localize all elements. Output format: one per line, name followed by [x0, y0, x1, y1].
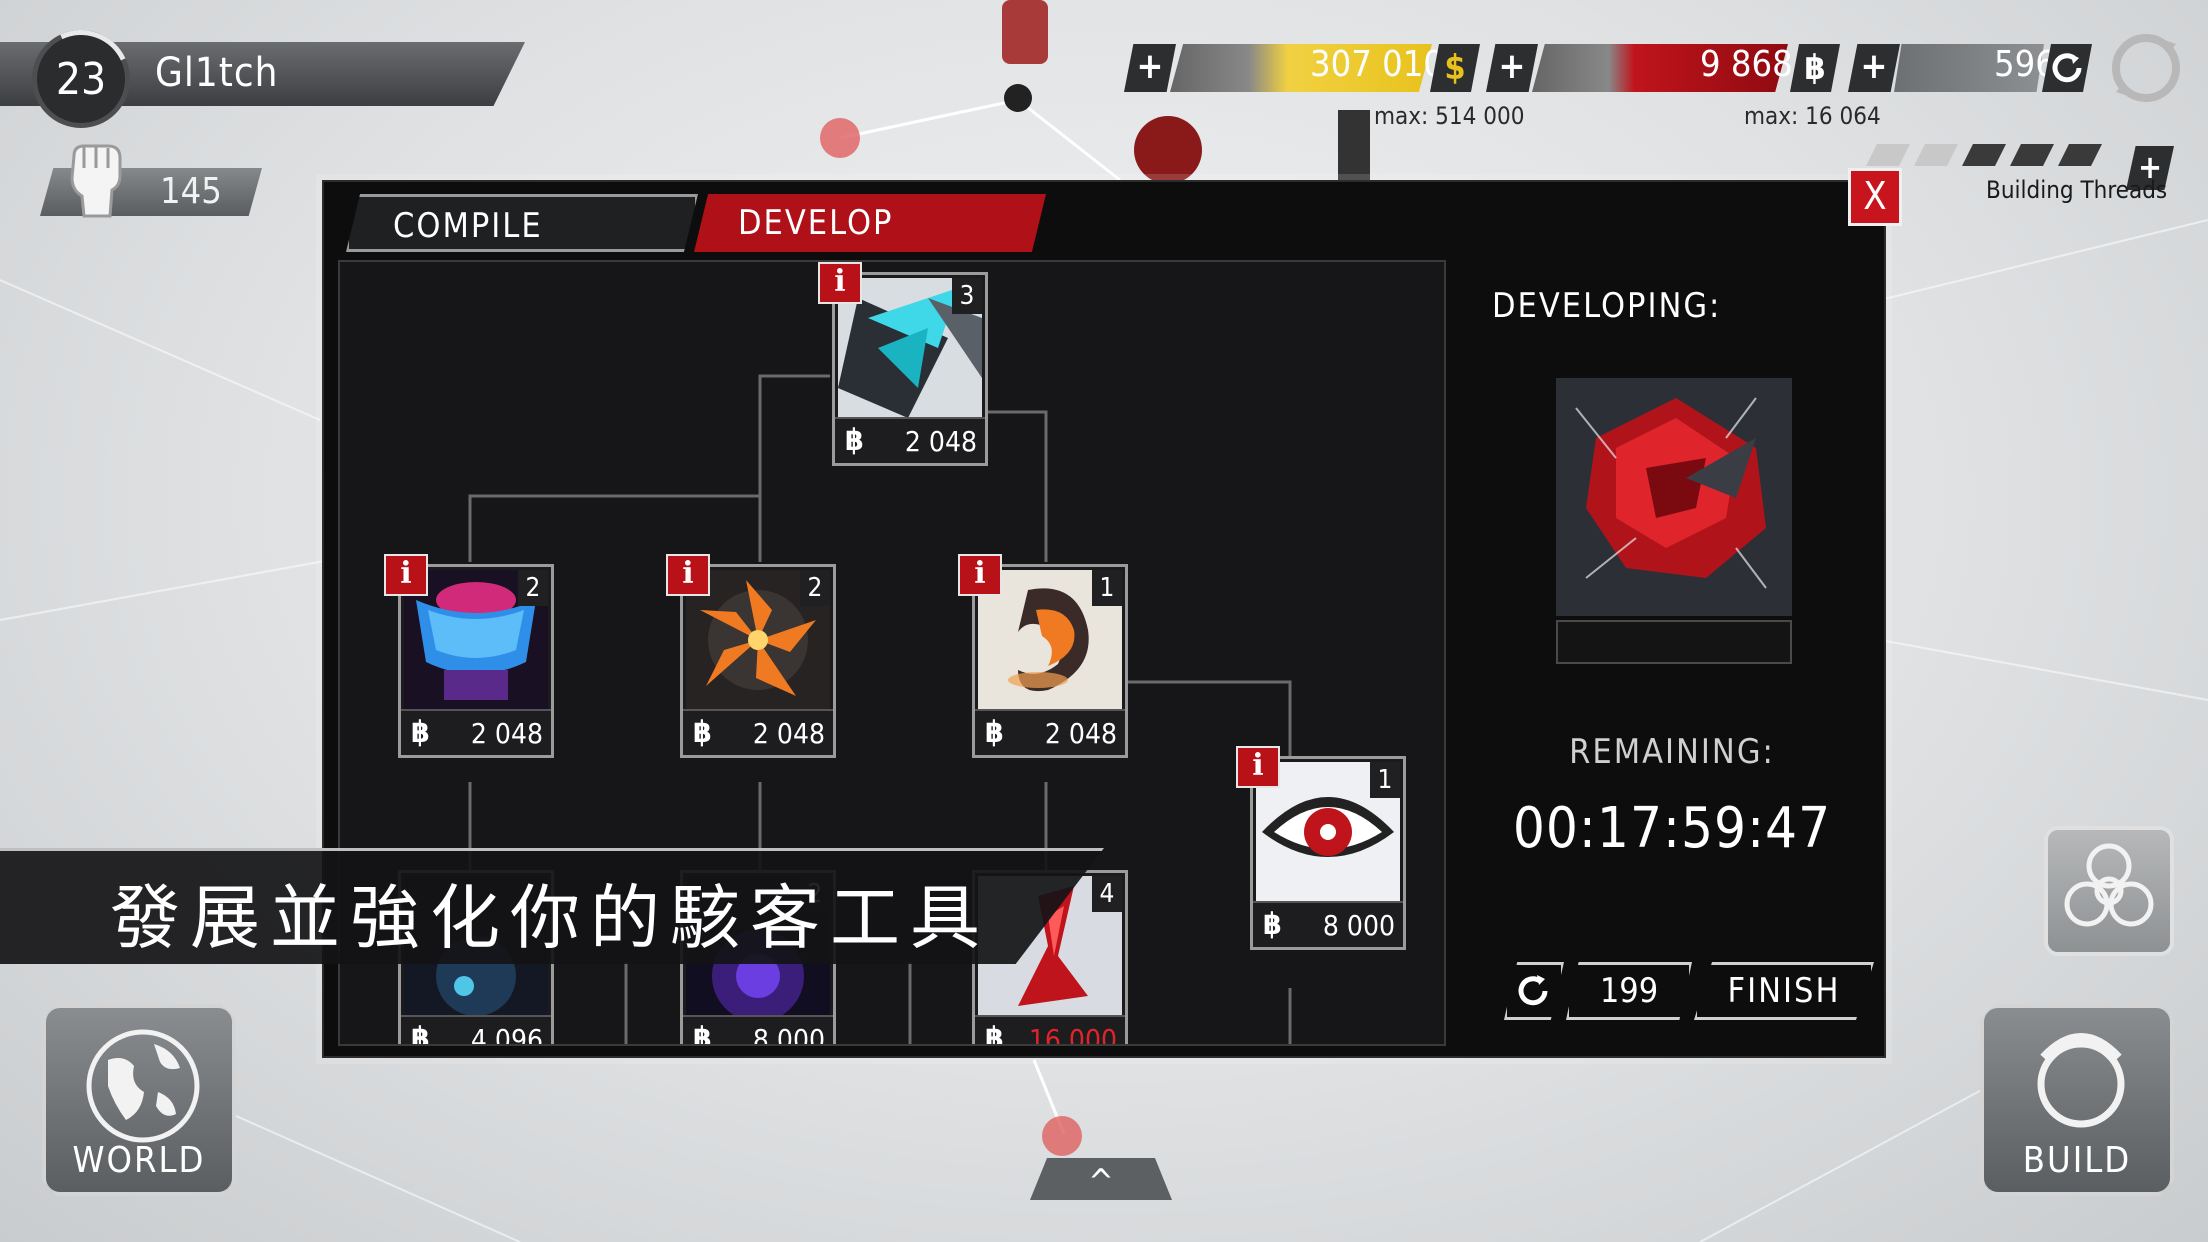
tree-connectors [468, 374, 1292, 1044]
info-button[interactable]: i [1236, 746, 1280, 788]
program-cost: ฿ 2 048 [683, 709, 833, 755]
tab-develop-programs[interactable]: DEVELOP PROGRAMS [694, 194, 1046, 252]
add-tokens-button[interactable]: + [1848, 44, 1900, 92]
add-crypto-button[interactable]: + [1486, 44, 1538, 92]
tokens-bar [1894, 44, 2044, 92]
program-level: 4 [1092, 876, 1122, 912]
refresh-icon[interactable] [2106, 28, 2186, 108]
build-icon [2037, 1033, 2125, 1128]
crypto-symbol: ฿ [1790, 44, 1840, 92]
world-label: WORLD [72, 1140, 206, 1181]
globe-icon [86, 1029, 200, 1143]
finish-button[interactable]: FINISH [1694, 962, 1874, 1020]
player-level-badge[interactable]: 23 [32, 30, 130, 128]
program-cost-value: 8 000 [1322, 909, 1395, 942]
threads-label: Building Threads [1986, 176, 2168, 204]
world-button[interactable] [42, 1004, 236, 1196]
add-cash-button[interactable]: + [1124, 44, 1176, 92]
program-node-cyan-blade[interactable]: 3 ฿ 2 048 [832, 272, 988, 466]
program-node-red-spike[interactable]: 4 ฿ 16 000 [972, 870, 1128, 1046]
crypto-icon: ฿ [411, 1021, 430, 1046]
program-level: 3 [952, 278, 982, 314]
token-icon [1504, 962, 1564, 1020]
info-button[interactable]: i [666, 554, 710, 596]
crypto-icon: ฿ [1263, 907, 1282, 942]
cash-max: max: 514 000 [1374, 102, 1525, 130]
program-cost: ฿ 2 048 [401, 709, 551, 755]
biohazard-button[interactable] [2044, 826, 2174, 956]
program-cost: ฿ 8 000 [683, 1015, 833, 1046]
info-button[interactable]: i [818, 262, 862, 304]
info-button[interactable]: i [958, 554, 1002, 596]
program-cost-value: 2 048 [904, 425, 977, 458]
program-cost: ฿ 2 048 [835, 417, 985, 463]
program-cost: ฿ 2 048 [975, 709, 1125, 755]
program-cost-value: 2 048 [1044, 717, 1117, 750]
crypto-icon: ฿ [411, 715, 430, 750]
program-level: 2 [800, 570, 830, 606]
program-node-shield-bowl[interactable]: 2 ฿ 2 048 [398, 564, 554, 758]
program-level: 1 [1092, 570, 1122, 606]
program-art [686, 570, 830, 710]
cash-value: 307 010 [1310, 44, 1444, 85]
program-level: 2 [518, 570, 548, 606]
developing-progress-bar [1556, 620, 1792, 664]
program-cost-value: 16 000 [1028, 1023, 1117, 1046]
player-level: 23 [55, 53, 107, 105]
program-cost-value: 2 048 [752, 717, 825, 750]
caption-text: 發展並強化你的駭客工具 [110, 877, 990, 959]
crypto-icon: ฿ [985, 715, 1004, 750]
program-cost: ฿ 8 000 [1253, 901, 1403, 947]
crypto-icon: ฿ [693, 1021, 712, 1046]
cash-bar [1170, 44, 1432, 92]
program-cost-value: 2 048 [470, 717, 543, 750]
info-button[interactable]: i [384, 554, 428, 596]
program-level: 1 [1370, 762, 1400, 798]
crypto-max: max: 16 064 [1744, 102, 1881, 130]
crypto-icon: ฿ [845, 423, 864, 458]
developing-label: DEVELOPING: [1492, 286, 1722, 326]
program-cost-value: 8 000 [752, 1023, 825, 1046]
remaining-label: REMAINING: [1569, 732, 1775, 772]
build-button[interactable] [1980, 1004, 2174, 1196]
build-label: BUILD [2022, 1140, 2132, 1181]
close-button[interactable]: X [1848, 168, 1902, 226]
player-name: Gl1tch [155, 50, 279, 96]
token-icon [2042, 44, 2092, 92]
power-value: 145 [160, 171, 222, 212]
program-cost: ฿ 16 000 [975, 1015, 1125, 1046]
crypto-value: 9 868 [1700, 44, 1793, 85]
cash-symbol: $ [1430, 44, 1480, 92]
program-node-red-eye[interactable]: 1 ฿ 8 000 [1250, 756, 1406, 950]
developing-program-art [1556, 378, 1792, 616]
program-cost: ฿ 4 096 [401, 1015, 551, 1046]
biohazard-icon [2064, 843, 2154, 927]
fist-icon [70, 144, 122, 218]
add-thread-button[interactable]: + [2126, 146, 2174, 190]
crypto-icon: ฿ [693, 715, 712, 750]
remaining-timer: 00:17:59:47 [1512, 796, 1832, 861]
crypto-icon: ฿ [985, 1021, 1004, 1046]
caption-banner [0, 848, 1104, 964]
program-art [404, 570, 548, 710]
crypto-bar [1532, 44, 1788, 92]
finish-cost: 199 [1566, 962, 1692, 1020]
program-node-lava-hook[interactable]: 1 ฿ 2 048 [972, 564, 1128, 758]
expand-up-button[interactable]: ^ [1030, 1158, 1172, 1200]
program-cost-value: 4 096 [470, 1023, 543, 1046]
program-node-spin-star[interactable]: 2 ฿ 2 048 [680, 564, 836, 758]
developing-panel: DEVELOPING: REMAINING: 00:17:59:47 199 F… [1462, 182, 1882, 1058]
tab-compile-programs[interactable]: COMPILE PROGRAMS [346, 194, 698, 252]
